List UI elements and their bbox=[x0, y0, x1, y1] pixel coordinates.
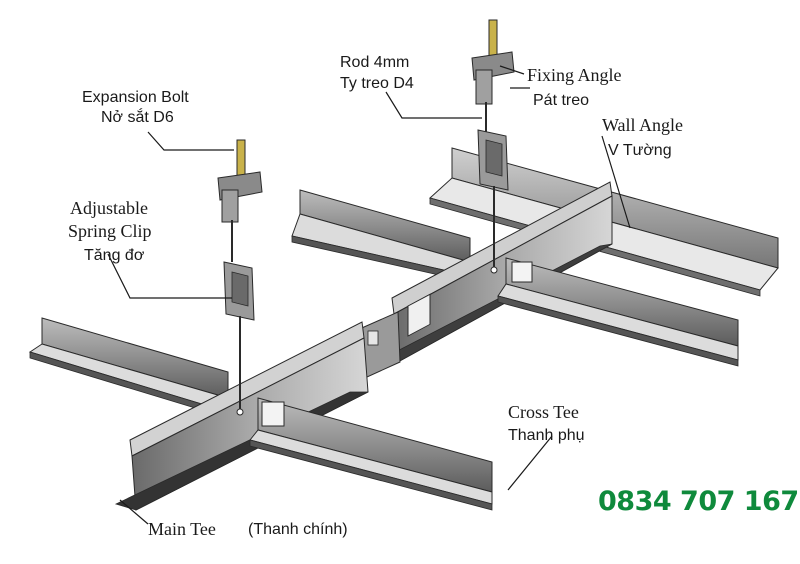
hanger-left bbox=[217, 139, 263, 416]
cross-tee-front-left bbox=[28, 317, 229, 419]
fixing-angle-vi-label: Pát treo bbox=[533, 92, 590, 109]
rod-vi-label: Ty treo D4 bbox=[340, 75, 414, 92]
expansion-bolt-vi-label: Nở sắt D6 bbox=[101, 109, 174, 126]
main-tee-vi-label: (Thanh chính) bbox=[248, 521, 348, 538]
cross-tee-vi-label: Thanh phụ bbox=[508, 427, 585, 444]
wall-angle-vi-label: V Tường bbox=[608, 142, 672, 159]
cross-tee-front-right bbox=[249, 397, 493, 511]
fixing-angle-label: Fixing Angle bbox=[527, 65, 622, 85]
cross-tee-back-left bbox=[291, 189, 471, 283]
rod-label: Rod 4mm bbox=[340, 54, 410, 71]
spring-clip-vi-label: Tăng đơ bbox=[84, 247, 145, 264]
wall-angle-label: Wall Angle bbox=[602, 115, 684, 135]
cross-tee-label: Cross Tee bbox=[508, 402, 579, 422]
spring-clip-label-line2: Spring Clip bbox=[68, 221, 152, 241]
expansion-bolt-label: Expansion Bolt bbox=[82, 89, 189, 106]
hanger-right bbox=[471, 19, 515, 274]
phone-number: 0834 707 167 bbox=[598, 486, 799, 517]
leader-lines bbox=[107, 65, 631, 525]
main-tee-label: Main Tee bbox=[148, 519, 216, 539]
cross-tee-right bbox=[497, 257, 739, 367]
spring-clip-label-line1: Adjustable bbox=[70, 198, 148, 218]
